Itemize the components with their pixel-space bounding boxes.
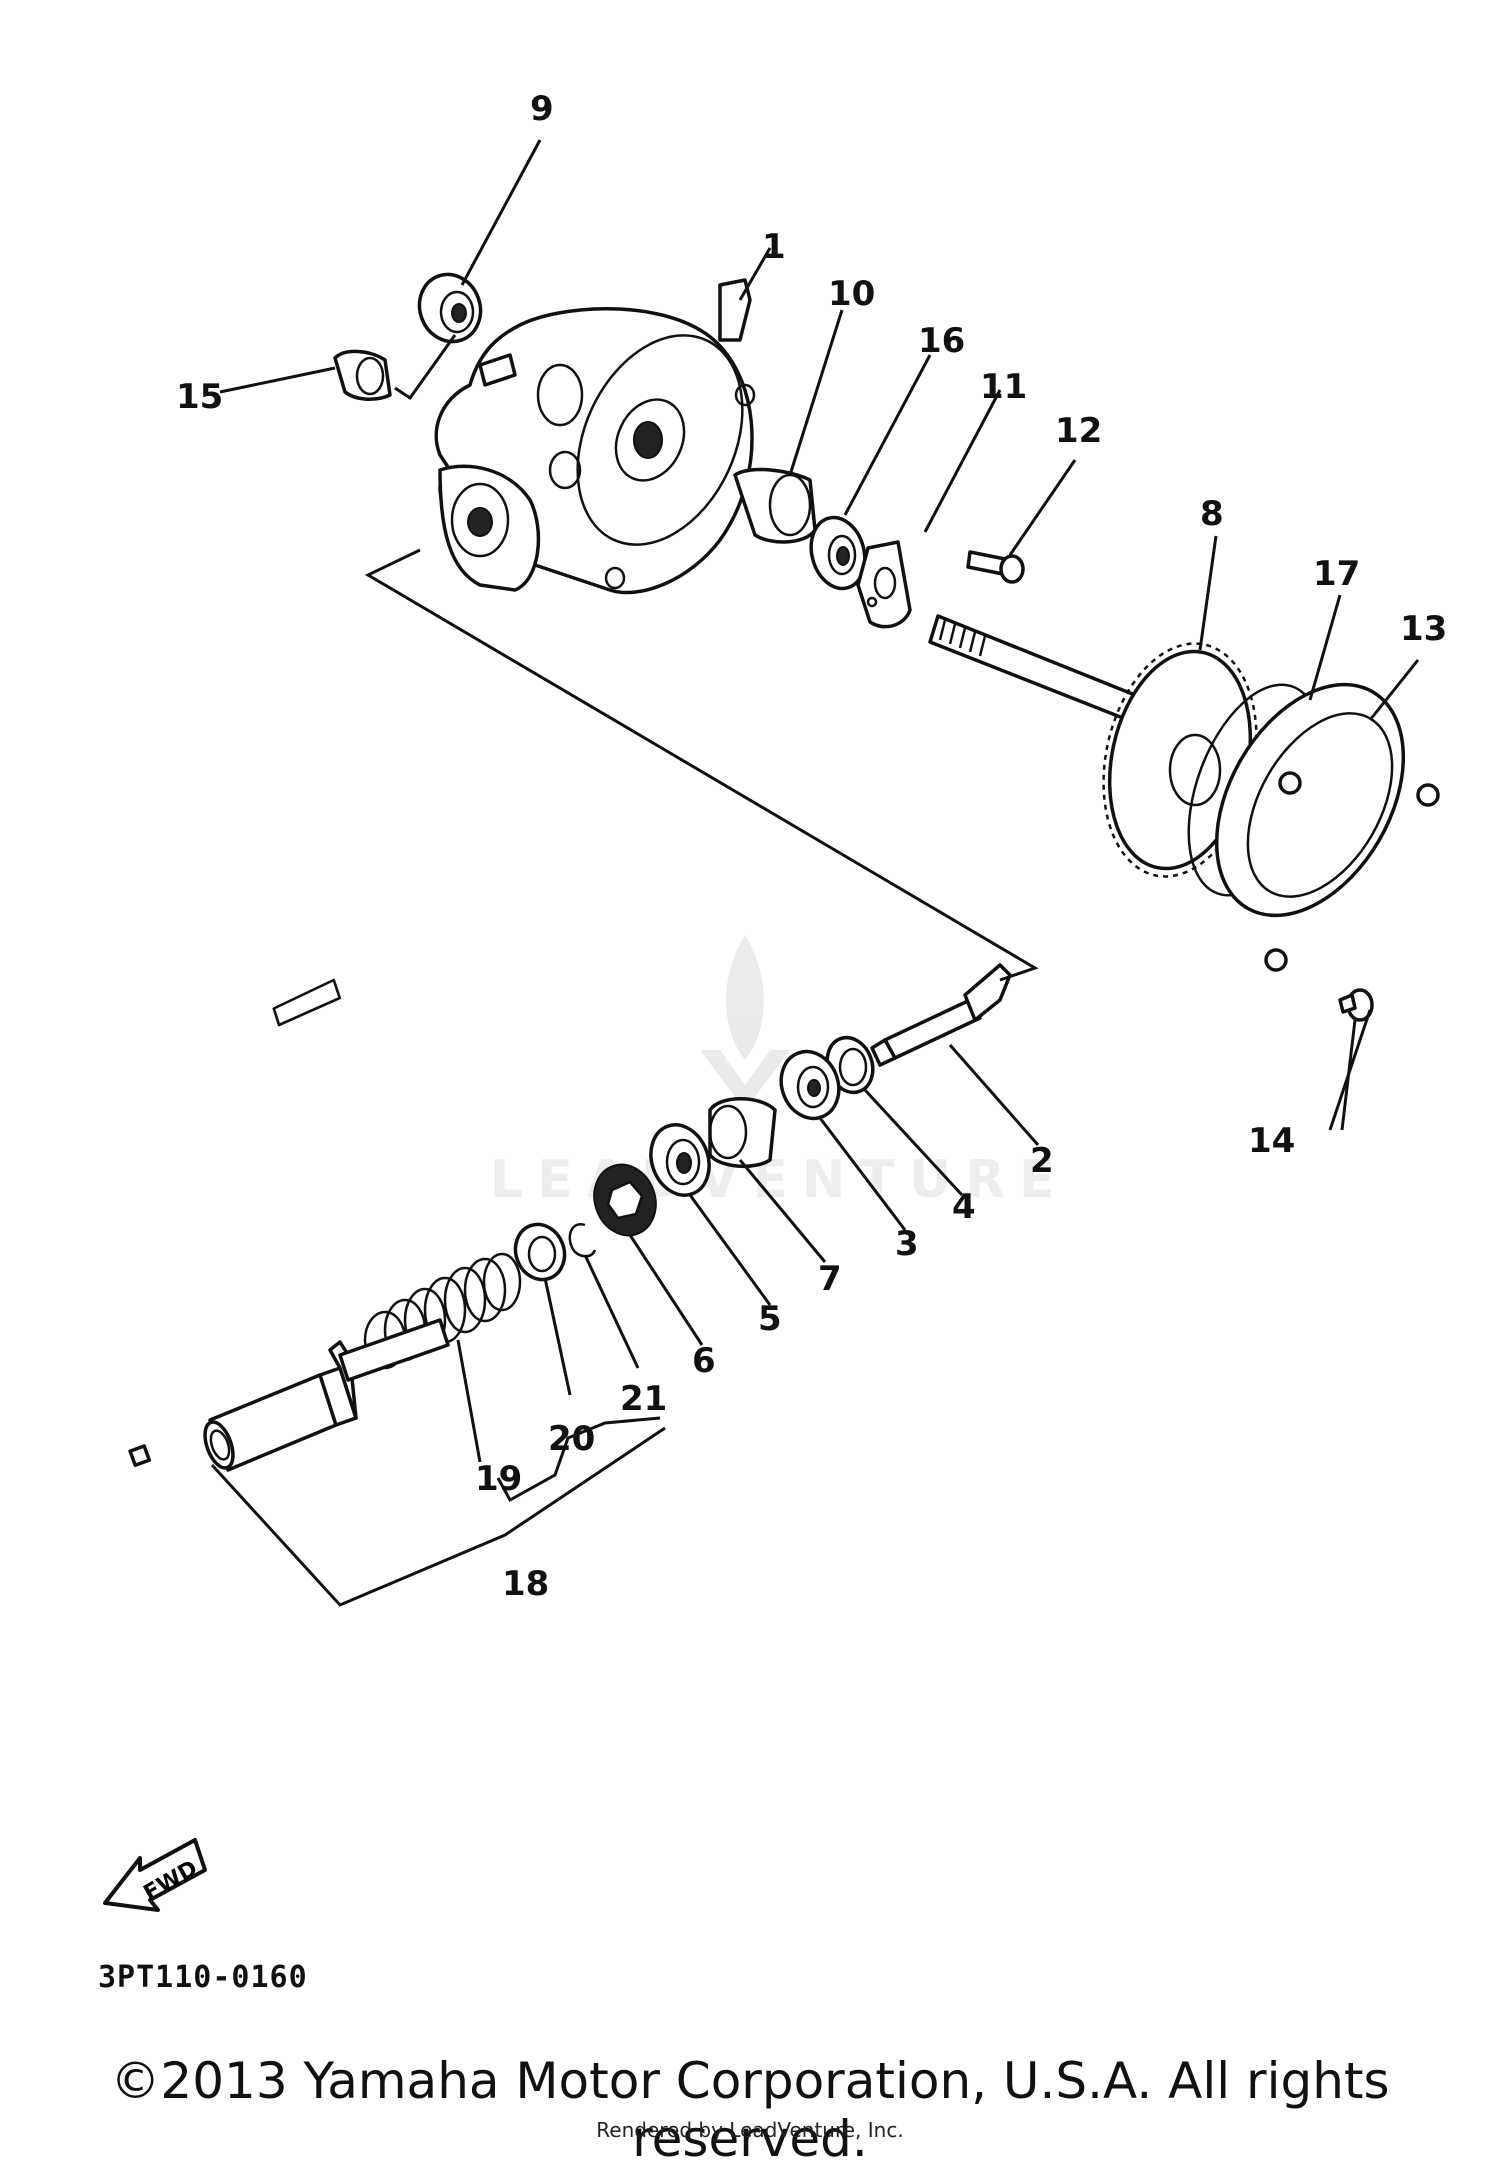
bearing-part-9 xyxy=(417,272,483,344)
callout-8: 8 xyxy=(1200,494,1224,534)
rendered-by-notice: Rendered by LeadVenture, Inc. xyxy=(596,2118,904,2142)
callouts: 9 1 10 16 11 12 8 17 13 15 2 14 4 3 7 5 … xyxy=(176,89,1447,1604)
callout-13: 13 xyxy=(1400,609,1447,649)
callout-2: 2 xyxy=(1030,1141,1054,1181)
nut-part-6 xyxy=(593,1163,657,1237)
callout-18: 18 xyxy=(502,1564,549,1604)
callout-6: 6 xyxy=(692,1341,716,1381)
sleeve-part-10 xyxy=(733,467,817,544)
callout-4: 4 xyxy=(952,1187,976,1227)
callout-16: 16 xyxy=(918,321,965,361)
callout-17: 17 xyxy=(1313,554,1360,594)
callout-9: 9 xyxy=(530,89,554,129)
screw-part-14 xyxy=(1338,988,1374,1022)
bearing-part-16 xyxy=(809,515,867,591)
housing-part-1 xyxy=(434,278,756,595)
collar-part-15 xyxy=(333,349,392,401)
callout-11: 11 xyxy=(980,367,1027,407)
callout-10: 10 xyxy=(828,274,875,314)
shaft xyxy=(928,614,1137,722)
diagram-code: 3PT110-0160 xyxy=(98,1960,308,1995)
cover-part-13 xyxy=(1214,682,1440,972)
callout-14: 14 xyxy=(1248,1121,1295,1161)
washer-part-20 xyxy=(513,1222,567,1282)
group-bracket xyxy=(496,1416,661,1503)
callout-15: 15 xyxy=(176,377,223,417)
callout-21: 21 xyxy=(620,1379,667,1419)
circlip-part-21 xyxy=(568,1222,597,1258)
callout-3: 3 xyxy=(895,1224,919,1264)
callout-1: 1 xyxy=(762,227,786,267)
callout-5: 5 xyxy=(758,1299,782,1339)
callout-12: 12 xyxy=(1055,411,1102,451)
pinion-shaft-part-2 xyxy=(870,963,1012,1067)
drive-shaft-part-18 xyxy=(128,978,450,1472)
bolt-part-12 xyxy=(966,550,1025,584)
leader-lines xyxy=(210,139,1420,1607)
callout-20: 20 xyxy=(548,1419,595,1459)
bearing-part-3 xyxy=(779,1049,841,1121)
sleeve-part-7 xyxy=(708,1097,777,1169)
watermark-logo xyxy=(700,935,790,1110)
plate-part-11 xyxy=(856,540,912,629)
fwd-arrow-icon: FWD xyxy=(103,1838,207,1912)
bearing-part-5 xyxy=(649,1123,711,1197)
callout-7: 7 xyxy=(818,1259,842,1299)
